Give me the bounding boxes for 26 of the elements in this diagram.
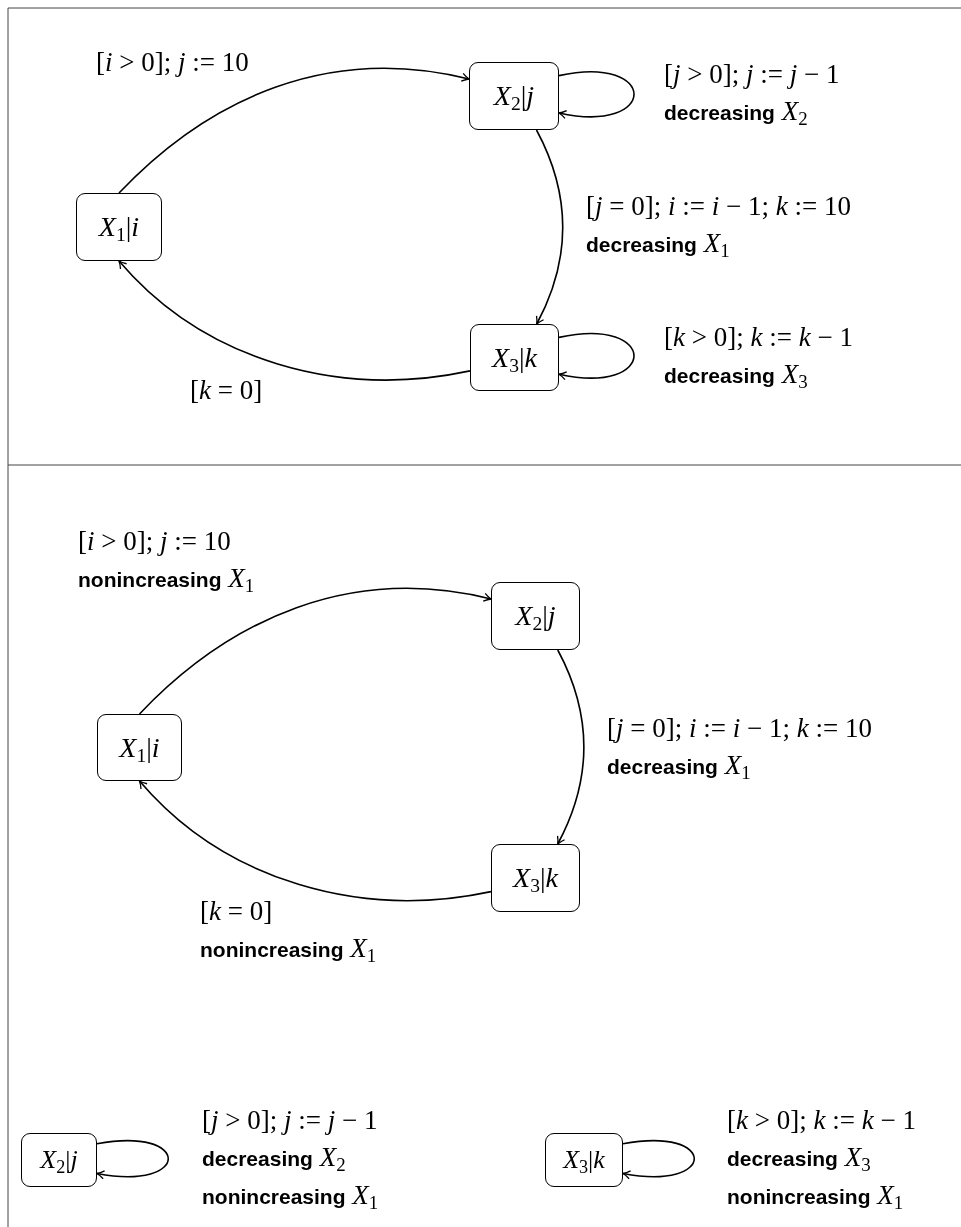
edge-label: [j > 0]; j := j − 1 decreasing X$_{2}$ nonincreasing X$_{1}$ [202, 1104, 379, 1215]
state-box [21, 1133, 97, 1187]
edge-label: [j > 0]; j := j − 1 decreasing X$_{2}$ [664, 58, 840, 131]
state-box [76, 193, 162, 261]
edge-label: [k > 0]; k := k − 1 decreasing X$_{3}$ [664, 321, 853, 394]
edge-label: [k = 0] [190, 374, 263, 407]
state-box [97, 714, 182, 781]
state-box [545, 1133, 623, 1187]
state-box [491, 582, 580, 650]
state-label: X$_{2}$|j [40, 1147, 78, 1173]
state-label: X$_{3}$|k [513, 864, 558, 892]
edge-label: [j = 0]; i := i − 1; k := 10 decreasing X$_{1}$ [586, 190, 851, 263]
state-box [470, 324, 559, 391]
state-label: X$_{1}$|i [119, 733, 160, 762]
edge-label: [j = 0]; i := i − 1; k := 10 decreasing X$_{1}$ [607, 712, 872, 785]
state-label: X$_{3}$|k [492, 343, 537, 372]
edge-label: [k = 0] nonincreasing X$_{1}$ [200, 895, 377, 968]
state-box [469, 62, 559, 130]
edge-label: [k > 0]; k := k − 1 decreasing X$_{3}$ nonincreasing X$_{1}$ [727, 1104, 916, 1215]
state-label: X$_{2}$|j [493, 82, 535, 110]
state-label: X$_{3}$|k [563, 1147, 605, 1173]
state-label: X$_{1}$|i [98, 213, 140, 241]
edge-label: [i > 0]; j := 10 nonincreasing X$_{1}$ [78, 525, 255, 598]
state-box [491, 844, 580, 912]
state-label: X$_{2}$|j [515, 602, 556, 630]
edge-label: [i > 0]; j := 10 [96, 46, 249, 79]
